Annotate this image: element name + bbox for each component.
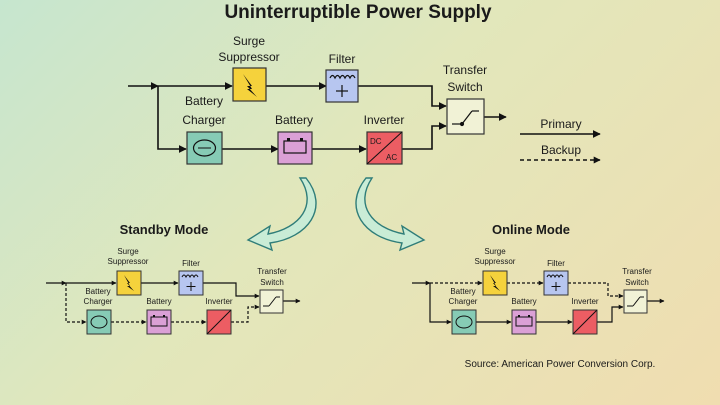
switch-icon — [263, 296, 280, 307]
online-surge-block — [482, 270, 508, 296]
standby-transfer-label-line2: Switch — [260, 278, 284, 287]
online-transfer-label-line2: Switch — [625, 278, 649, 287]
standby-charger-label-line2: Charger — [84, 297, 113, 306]
charger-icon — [90, 315, 108, 329]
online-transfer-label-line1: Transfer — [622, 267, 652, 276]
charger-icon — [192, 139, 217, 157]
main-diagram: Surge Suppressor Filter Battery Charger … — [128, 34, 601, 165]
source-credit: Source: American Power Conversion Corp. — [465, 359, 656, 370]
online-mode-title: Online Mode — [492, 222, 570, 237]
filter-block — [325, 69, 359, 103]
standby-battery-label: Battery — [146, 297, 171, 306]
legend: Primary Backup — [520, 117, 601, 164]
switch-icon — [627, 296, 644, 307]
filter-label: Filter — [329, 52, 356, 66]
standby-wires — [46, 280, 301, 325]
transfer-label-line1: Transfer — [443, 63, 487, 77]
surge-suppressor-block — [232, 67, 267, 102]
battery-label: Battery — [275, 113, 313, 127]
standby-charger-label-line1: Battery — [85, 287, 110, 296]
legend-backup-label: Backup — [541, 143, 581, 157]
online-diagram: Surge Suppressor Filter Battery Charger … — [412, 247, 665, 335]
battery-block — [277, 131, 313, 165]
online-transfer-block — [623, 289, 648, 314]
battery-charger-block — [186, 131, 223, 165]
standby-filter-label: Filter — [182, 259, 200, 268]
online-wires — [412, 280, 665, 325]
standby-surge-label-line2: Suppressor — [108, 257, 149, 266]
online-filter-block — [543, 270, 569, 296]
diagram-title: Uninterruptible Power Supply — [224, 2, 492, 23]
main-wires — [128, 82, 507, 153]
online-battery-block — [511, 309, 537, 335]
inverter-label: Inverter — [364, 113, 405, 127]
online-inverter-label: Inverter — [571, 297, 598, 306]
standby-inverter-block — [206, 309, 232, 335]
transfer-label-line2: Switch — [447, 80, 482, 94]
coil-icon — [329, 74, 356, 80]
lightning-icon — [490, 275, 500, 291]
standby-transfer-block — [259, 289, 284, 314]
standby-surge-block — [116, 270, 142, 296]
standby-mode-title: Standby Mode — [120, 222, 209, 237]
battery-icon — [150, 315, 168, 327]
inverter-dc-text: DC — [370, 137, 382, 146]
charger-label-line2: Charger — [182, 113, 225, 127]
charger-icon — [455, 315, 473, 329]
lightning-icon — [243, 74, 257, 97]
standby-battery-block — [146, 309, 172, 335]
coil-icon — [546, 274, 564, 279]
legend-primary-label: Primary — [540, 117, 581, 131]
online-surge-label-line1: Surge — [484, 247, 506, 256]
standby-transfer-label-line1: Transfer — [257, 267, 287, 276]
surge-label-line2: Suppressor — [218, 50, 279, 64]
standby-inverter-label: Inverter — [205, 297, 232, 306]
standby-curved-arrow — [246, 177, 317, 252]
online-battery-label: Battery — [511, 297, 536, 306]
online-filter-label: Filter — [547, 259, 565, 268]
charger-label-line1: Battery — [185, 94, 223, 108]
online-curved-arrow — [355, 177, 426, 252]
online-surge-label-line2: Suppressor — [475, 257, 516, 266]
standby-charger-block — [86, 309, 112, 335]
inverter-block: DC AC — [366, 131, 403, 165]
switch-icon — [452, 110, 479, 127]
online-charger-block — [451, 309, 477, 335]
standby-filter-block — [178, 270, 204, 296]
standby-diagram: Surge Suppressor Filter Battery Charger … — [46, 247, 301, 335]
online-charger-label-line1: Battery — [450, 287, 475, 296]
transfer-switch-block — [446, 98, 485, 135]
battery-icon — [515, 315, 533, 327]
online-inverter-block — [572, 309, 598, 335]
surge-label-line1: Surge — [233, 34, 265, 48]
lightning-icon — [124, 275, 134, 291]
online-charger-label-line2: Charger — [449, 297, 478, 306]
inverter-ac-text: AC — [386, 153, 397, 162]
coil-icon — [181, 274, 199, 279]
battery-icon — [283, 138, 307, 154]
standby-surge-label-line1: Surge — [117, 247, 139, 256]
